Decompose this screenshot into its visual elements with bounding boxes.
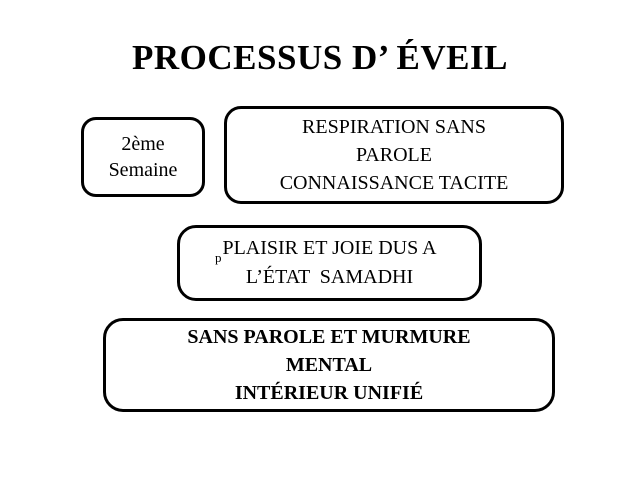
- box-silence: SANS PAROLE ET MURMURE MENTAL INTÉRIEUR …: [103, 318, 555, 412]
- box-breath-line-3: CONNAISSANCE TACITE: [279, 172, 509, 194]
- stray-p-glyph: p: [215, 250, 222, 265]
- box-week: 2ème Semaine: [81, 117, 205, 197]
- box-silence-line-1: SANS PAROLE ET MURMURE: [187, 326, 471, 348]
- box-joy: PLAISIR ET JOIE DUS A L’ÉTAT SAMADHI p: [177, 225, 482, 301]
- box-breath-line-2: PAROLE: [356, 144, 432, 166]
- box-silence-line-2: MENTAL: [285, 354, 373, 376]
- box-joy-line-1: PLAISIR ET JOIE DUS A: [222, 237, 437, 259]
- page-title: PROCESSUS D’ ÉVEIL: [132, 38, 508, 77]
- box-silence-line-3: INTÉRIEUR UNIFIÉ: [234, 382, 424, 404]
- box-breath-line-1: RESPIRATION SANS: [302, 116, 486, 138]
- box-week-line-1: 2ème: [121, 133, 165, 155]
- box-joy-line-2: L’ÉTAT SAMADHI: [245, 266, 414, 288]
- box-breath: RESPIRATION SANS PAROLE CONNAISSANCE TAC…: [224, 106, 564, 204]
- box-week-line-2: Semaine: [108, 159, 178, 181]
